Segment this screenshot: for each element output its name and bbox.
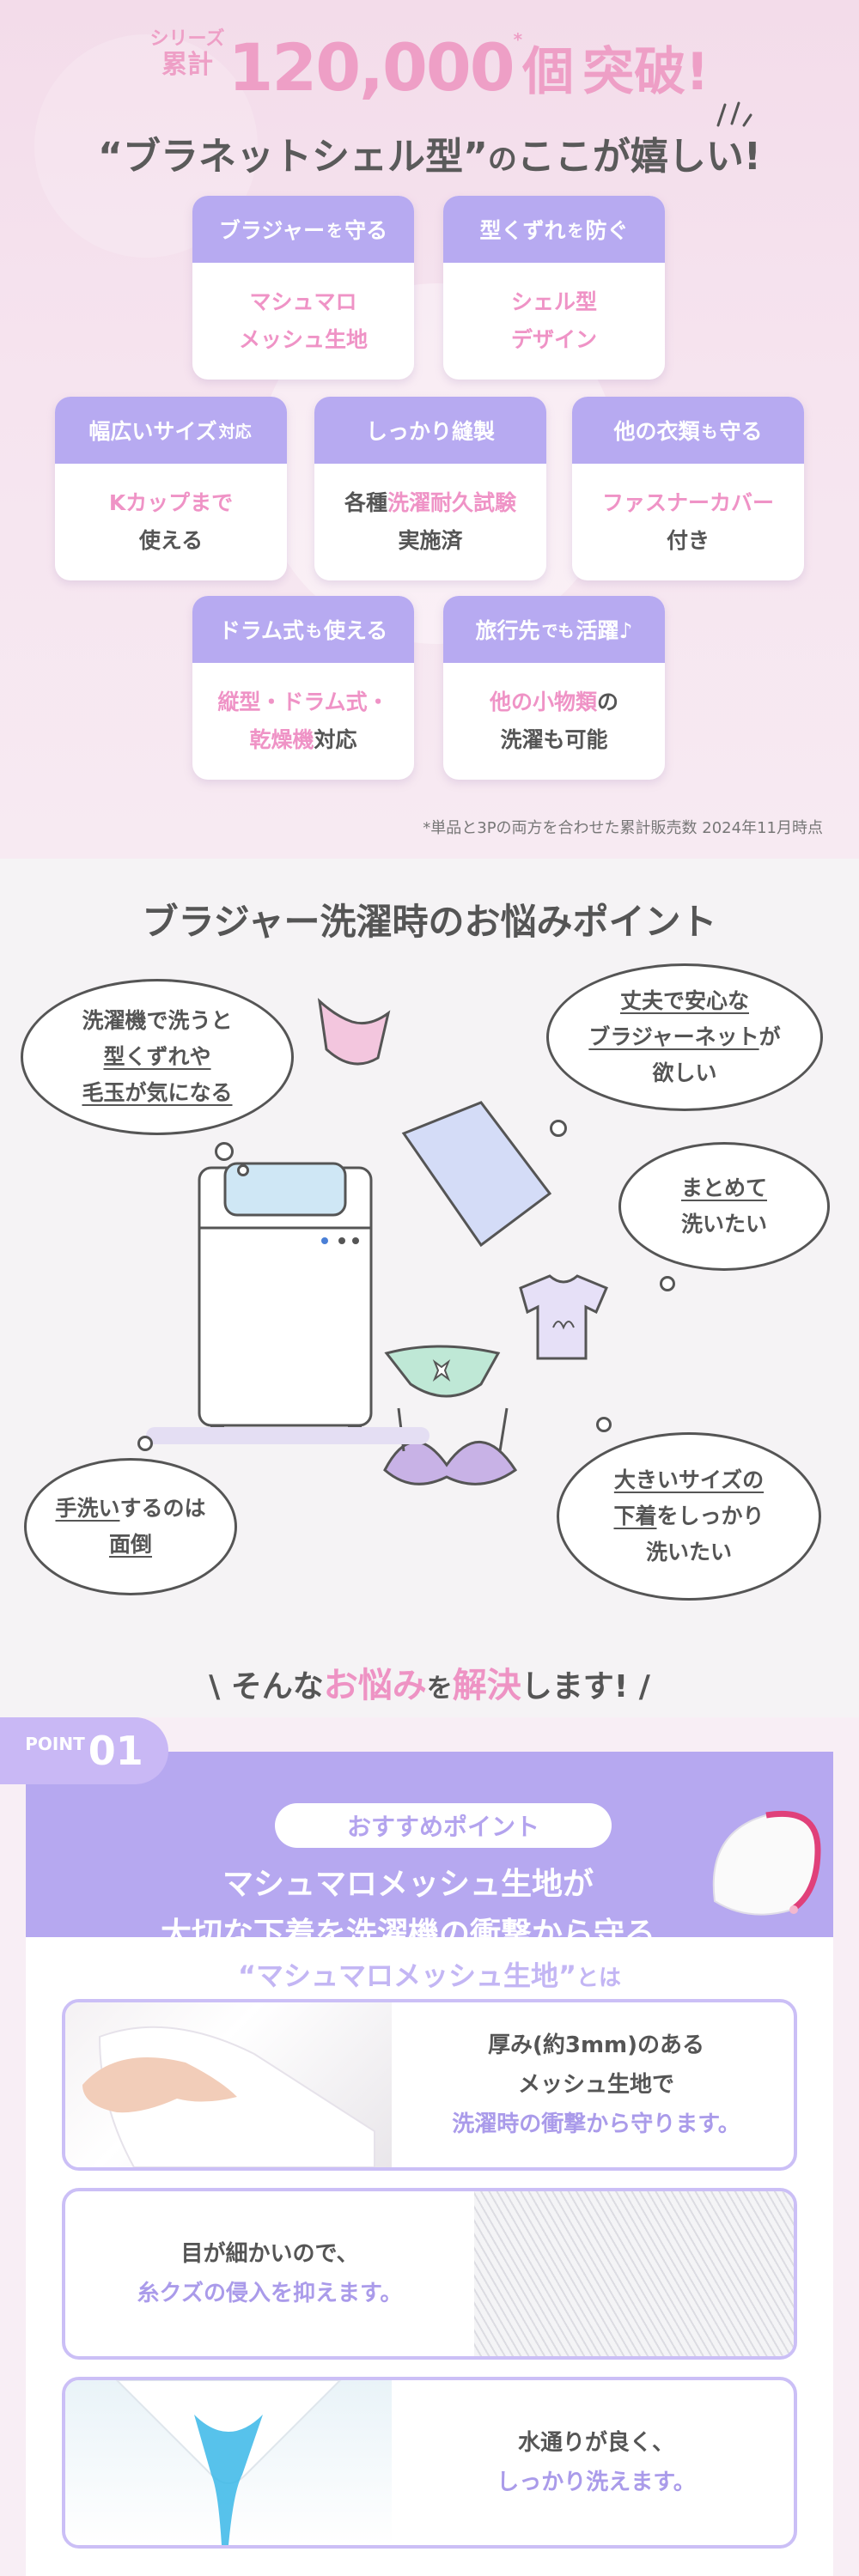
series-label: シリーズ累計 xyxy=(149,28,225,81)
bubble-dot xyxy=(237,1164,249,1176)
feature-water-flow-text: 水通りが良く、しっかり洗えます。 xyxy=(497,2430,696,2495)
feature-thickness: 厚み(約3mm)のあるメッシュ生地で洗濯時の衝撃から守ります。 xyxy=(62,1999,797,2171)
feature-fine-mesh-text: 目が細かいので、糸クズの侵入を抑えます。 xyxy=(137,2241,403,2306)
feature-thickness-text: 厚み(約3mm)のあるメッシュ生地で洗濯時の衝撃から守ります。 xyxy=(452,2032,740,2137)
point-01-section: おすすめポイント マシュマロメッシュ生地が大切な下着を洗濯機の衝撃から守る PO… xyxy=(0,1717,859,2576)
breakthrough-text: 突破! xyxy=(582,42,710,102)
bra-icon xyxy=(383,1407,518,1485)
worries-title: ブラジャー洗濯時のお悩みポイント xyxy=(142,901,717,943)
water-flow-photo xyxy=(65,2380,392,2545)
worry-bubble-bulk: まとめて洗いたい xyxy=(618,1142,830,1271)
point-banner: おすすめポイント マシュマロメッシュ生地が大切な下着を洗濯機の衝撃から守る xyxy=(26,1752,833,1952)
point-body: “マシュマロメッシュ生地”とは 厚み(約3mm)のあるメッシュ生地で洗濯時の衝撃… xyxy=(26,1937,833,2576)
hero-subtitle: “ブラネットシェル型”のここが嬉しい! xyxy=(98,135,761,179)
bubble-dot xyxy=(596,1417,612,1432)
hand-mesh-photo xyxy=(65,2002,392,2167)
sports-bra-icon xyxy=(317,998,391,1066)
sales-headline: シリーズ累計 120,000*個突破! xyxy=(0,29,859,106)
fabric-subtitle: “マシュマロメッシュ生地”とは xyxy=(237,1959,622,1992)
worry-bubble-net: 丈夫で安心なブラジャーネットが欲しい xyxy=(546,963,823,1111)
bubble-dot xyxy=(137,1436,153,1451)
sales-count: 120,000 xyxy=(228,29,515,106)
shell-net-product-image xyxy=(712,1810,821,1916)
worry-bubble-handwash: 手洗いするのは面倒 xyxy=(24,1458,237,1595)
worry-bubble-deform: 洗濯機で洗うと型くずれや毛玉が気になる xyxy=(21,979,294,1135)
feature-card-protect-clothes: 他の衣類も守る ファスナーカバー付き xyxy=(572,397,804,580)
feature-card-drum: ドラム式も使える 縦型・ドラム式・乾燥機対応 xyxy=(192,596,414,780)
mesh-closeup-photo xyxy=(474,2191,794,2356)
sales-footnote: *単品と3Pの両方を合わせた累計販売数 2024年11月時点 xyxy=(423,819,823,837)
towel-icon xyxy=(401,1101,552,1248)
bubble-dot xyxy=(660,1276,675,1291)
bubble-dot xyxy=(550,1120,567,1137)
worries-section: ブラジャー洗濯時のお悩みポイント xyxy=(0,859,859,1717)
feature-water-flow: 水通りが良く、しっかり洗えます。 xyxy=(62,2377,797,2549)
panties-icon xyxy=(384,1345,501,1398)
feature-card-prevent-deform: 型くずれを防ぐ シェル型デザイン xyxy=(443,196,665,380)
emphasis-lines-icon xyxy=(716,101,752,127)
hero-section: シリーズ累計 120,000*個突破! “ブラネットシェル型”のここが嬉しい! … xyxy=(0,0,859,859)
bubble-dot xyxy=(215,1142,234,1161)
washing-machine-icon xyxy=(198,1162,373,1434)
laundry-illustration xyxy=(146,998,608,1485)
asterisk: * xyxy=(513,29,523,50)
recommend-pill: おすすめポイント xyxy=(275,1803,612,1848)
sales-unit: 個 xyxy=(522,42,575,102)
worry-bubble-large-size: 大きいサイズの下着をしっかり洗いたい xyxy=(557,1432,821,1601)
solve-headline: \ そんなお悩みを解決します! / xyxy=(209,1666,650,1705)
feature-card-wide-size: 幅広いサイズ対応 Kカップまで使える xyxy=(55,397,287,580)
feature-fine-mesh: 目が細かいので、糸クズの侵入を抑えます。 xyxy=(62,2188,797,2360)
feature-card-sewing: しっかり縫製 各種洗濯耐久試験実施済 xyxy=(314,397,546,580)
tshirt-icon xyxy=(519,1274,608,1360)
feature-card-protect-bra: ブラジャーを守る マシュマロメッシュ生地 xyxy=(192,196,414,380)
feature-card-travel: 旅行先でも活躍♪ 他の小物類の洗濯も可能 xyxy=(443,596,665,780)
